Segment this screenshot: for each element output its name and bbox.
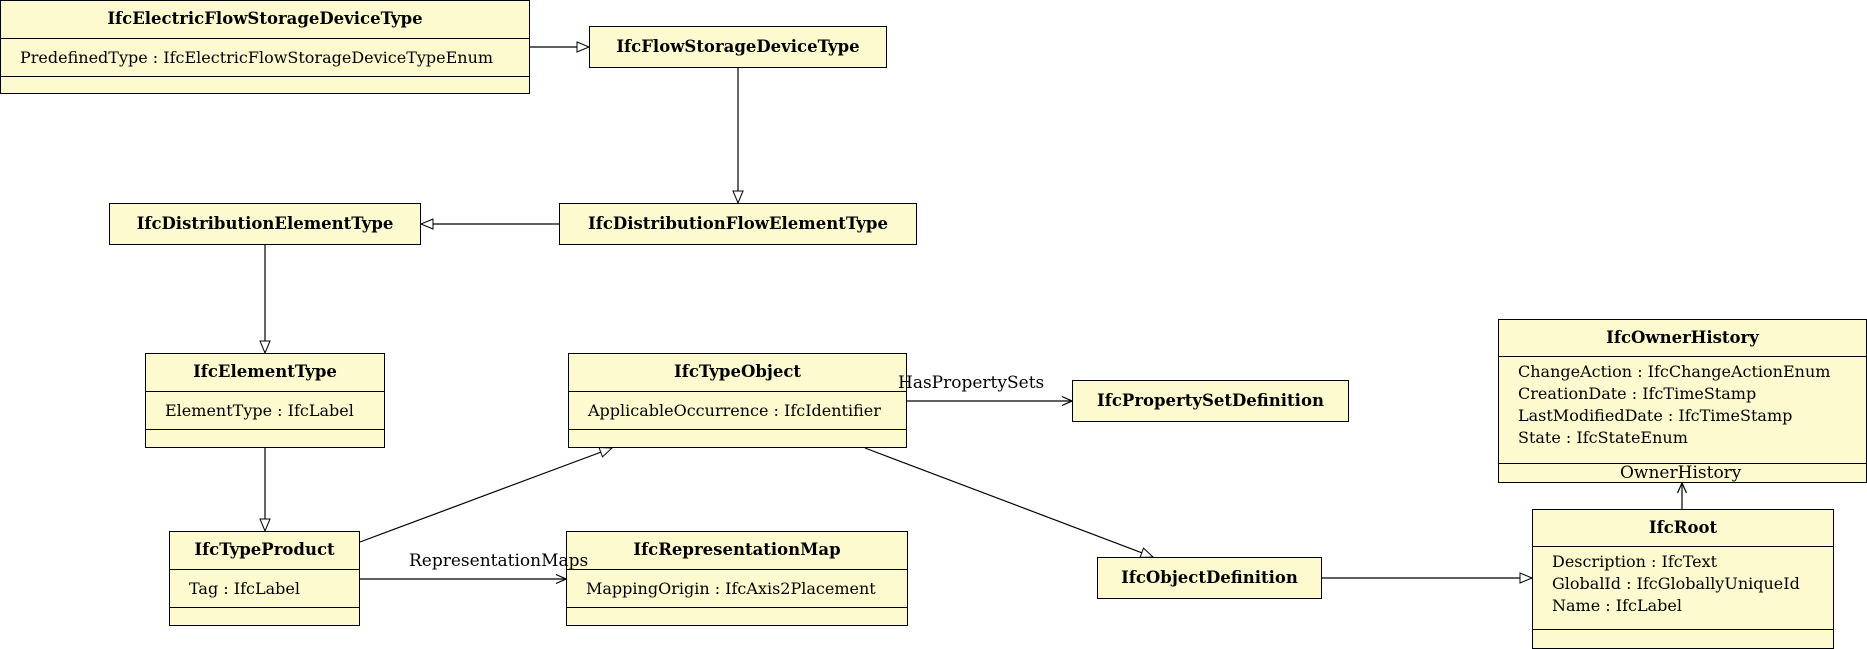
class-operations bbox=[1, 76, 529, 93]
class-ifc-element-type[interactable]: IfcElementType ElementType : IfcLabel bbox=[145, 353, 385, 448]
class-ifc-type-product[interactable]: IfcTypeProduct Tag : IfcLabel bbox=[169, 531, 360, 626]
class-ifc-distribution-element-type[interactable]: IfcDistributionElementType bbox=[109, 203, 421, 245]
attribute: MappingOrigin : IfcAxis2Placement bbox=[586, 578, 876, 598]
class-ifc-electric-flow-storage-device-type[interactable]: IfcElectricFlowStorageDeviceType Predefi… bbox=[0, 0, 530, 94]
class-attributes: PredefinedType : IfcElectricFlowStorageD… bbox=[1, 38, 529, 76]
class-ifc-root[interactable]: IfcRoot Description : IfcText GlobalId :… bbox=[1532, 509, 1834, 649]
class-attributes: MappingOrigin : IfcAxis2Placement bbox=[567, 569, 907, 607]
class-ifc-flow-storage-device-type[interactable]: IfcFlowStorageDeviceType bbox=[589, 26, 887, 68]
attribute: CreationDate : IfcTimeStamp bbox=[1518, 384, 1757, 403]
association-label-has-property-sets: HasPropertySets bbox=[898, 373, 1045, 393]
generalization-typeobject-to-objectdefinition bbox=[864, 447, 1153, 557]
class-attributes: Tag : IfcLabel bbox=[170, 569, 359, 607]
class-attributes: ApplicableOccurrence : IfcIdentifier bbox=[569, 391, 906, 429]
attribute: PredefinedType : IfcElectricFlowStorageD… bbox=[20, 47, 494, 67]
class-ifc-type-object[interactable]: IfcTypeObject ApplicableOccurrence : Ifc… bbox=[568, 353, 907, 448]
class-operations bbox=[567, 607, 907, 625]
class-name: IfcElectricFlowStorageDeviceType bbox=[107, 9, 423, 29]
attribute: ApplicableOccurrence : IfcIdentifier bbox=[588, 400, 881, 420]
attribute: ElementType : IfcLabel bbox=[165, 400, 354, 420]
attribute: Tag : IfcLabel bbox=[189, 578, 300, 598]
class-ifc-representation-map[interactable]: IfcRepresentationMap MappingOrigin : Ifc… bbox=[566, 531, 908, 626]
class-name: IfcFlowStorageDeviceType bbox=[616, 36, 860, 56]
class-operations bbox=[569, 429, 906, 447]
class-ifc-object-definition[interactable]: IfcObjectDefinition bbox=[1097, 557, 1322, 599]
class-name: IfcOwnerHistory bbox=[1606, 327, 1759, 347]
association-label-owner-history: OwnerHistory bbox=[1620, 463, 1742, 483]
class-operations bbox=[146, 429, 384, 447]
class-name: IfcPropertySetDefinition bbox=[1097, 390, 1324, 410]
class-attributes: Description : IfcText GlobalId : IfcGlob… bbox=[1533, 546, 1833, 629]
attribute: ChangeAction : IfcChangeActionEnum bbox=[1518, 362, 1831, 381]
class-ifc-distribution-flow-element-type[interactable]: IfcDistributionFlowElementType bbox=[559, 203, 917, 245]
attribute: LastModifiedDate : IfcTimeStamp bbox=[1518, 406, 1793, 425]
class-ifc-owner-history[interactable]: IfcOwnerHistory ChangeAction : IfcChange… bbox=[1498, 319, 1867, 483]
class-operations bbox=[1533, 629, 1833, 648]
attribute: GlobalId : IfcGloballyUniqueId bbox=[1552, 574, 1800, 593]
class-name: IfcObjectDefinition bbox=[1121, 567, 1298, 587]
class-operations bbox=[1499, 463, 1866, 482]
class-ifc-property-set-definition[interactable]: IfcPropertySetDefinition bbox=[1072, 380, 1349, 422]
class-name: IfcRoot bbox=[1648, 517, 1718, 537]
class-name: IfcElementType bbox=[193, 362, 337, 382]
attribute: Description : IfcText bbox=[1552, 552, 1718, 571]
class-name: IfcTypeObject bbox=[674, 362, 801, 382]
class-name: IfcTypeProduct bbox=[194, 540, 335, 560]
association-label-representation-maps: RepresentationMaps bbox=[409, 551, 589, 571]
generalization-typeproduct-to-typeobject bbox=[359, 448, 612, 543]
class-attributes: ElementType : IfcLabel bbox=[146, 391, 384, 429]
class-operations bbox=[170, 607, 359, 625]
class-name: IfcDistributionFlowElementType bbox=[588, 213, 888, 233]
attribute: Name : IfcLabel bbox=[1552, 596, 1682, 615]
class-attributes: ChangeAction : IfcChangeActionEnum Creat… bbox=[1499, 356, 1866, 463]
class-name: IfcDistributionElementType bbox=[136, 213, 394, 233]
class-name: IfcRepresentationMap bbox=[633, 540, 841, 560]
attribute: State : IfcStateEnum bbox=[1518, 428, 1688, 447]
